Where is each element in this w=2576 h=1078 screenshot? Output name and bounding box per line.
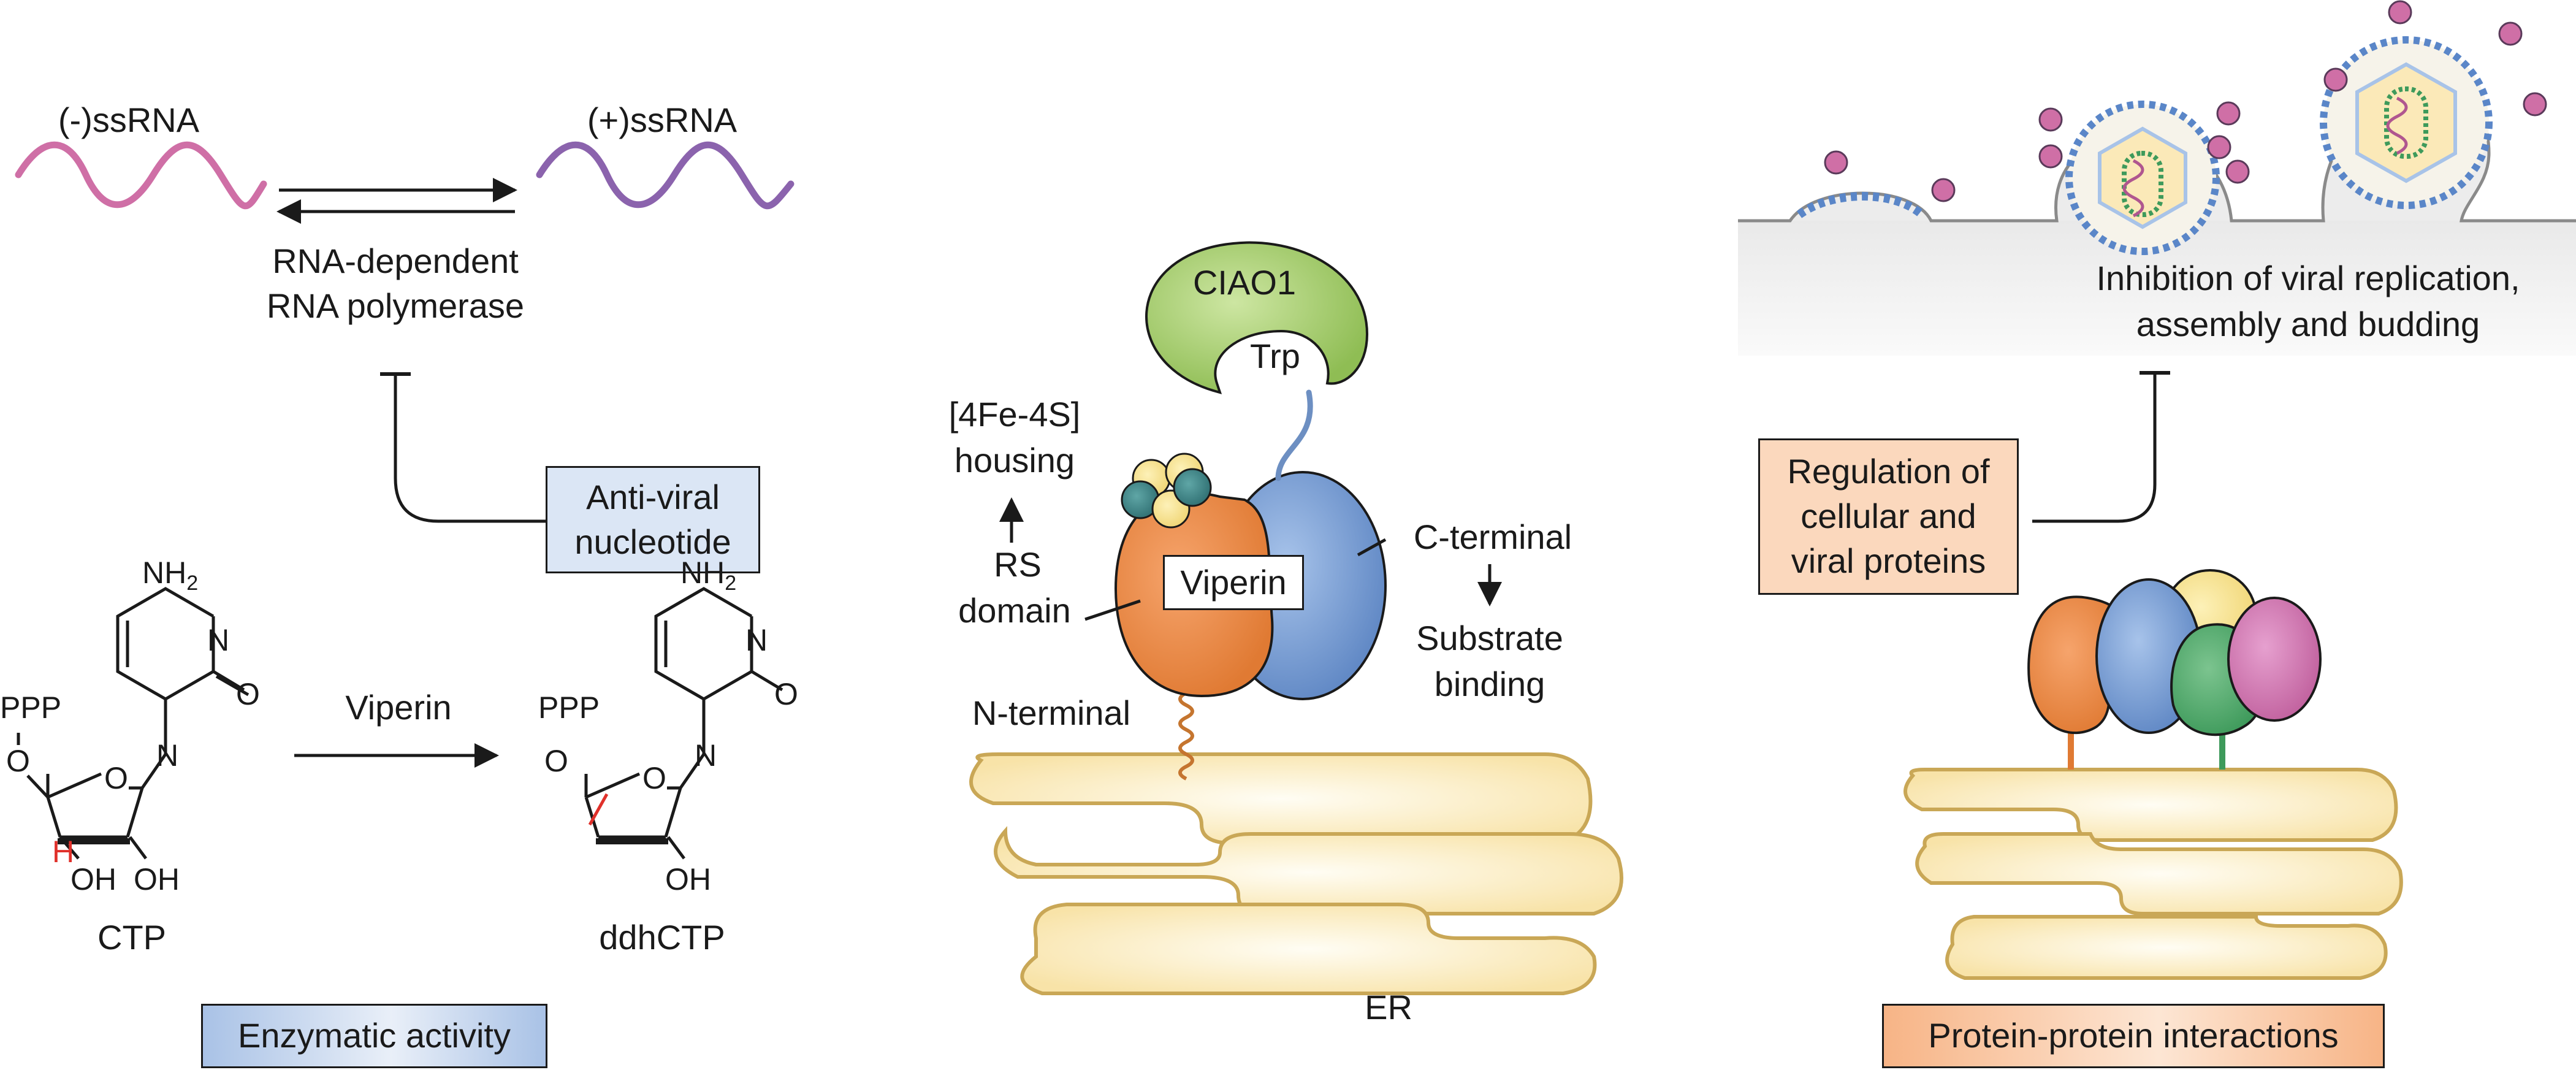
ctp-structure: [17, 587, 250, 860]
ddhctp-oh: OH: [665, 862, 711, 896]
ddhctp-ppp: PPP: [538, 690, 600, 725]
er-membrane: [969, 752, 1623, 995]
ctp-n1: N: [156, 738, 179, 773]
ctp-oh3: OH: [70, 862, 116, 896]
regulation-box: Regulation of cellular and viral protein…: [1758, 438, 2019, 595]
inhibition-label-line2: assembly and budding: [2136, 305, 2480, 343]
center-arrows: [999, 497, 1502, 621]
inhibition-connector-right: [2032, 371, 2170, 523]
er-cisterna-2: [994, 826, 1623, 916]
er-cisterna-1: [969, 752, 1593, 845]
iron-sulfur-cluster: [1121, 453, 1212, 529]
pos-ssrna-wave: [536, 141, 795, 210]
ddhctp-structure: [584, 587, 783, 860]
ctp-h-highlight: H: [52, 835, 75, 869]
regulation-line3: viral proteins: [1791, 541, 1986, 580]
er-cisterna-3: [1020, 903, 1597, 995]
cell-surface: [1738, 0, 2576, 356]
regulation-line1: Regulation of: [1787, 452, 1990, 491]
ctp-o5: O: [6, 744, 30, 778]
ddhctp-nh2: NH2: [680, 556, 737, 595]
inhibition-label-line1: Inhibition of viral replication,: [2096, 259, 2520, 297]
glycoprotein-spikes: [1824, 0, 2547, 202]
inhibition-connector-left: [380, 372, 546, 523]
neg-ssrna-wave: [15, 141, 267, 210]
viperin-protein: [1114, 241, 1387, 781]
regulation-line2: cellular and: [1801, 497, 1976, 536]
ddhctp-o2: O: [774, 677, 798, 711]
cluster-label-line2: housing: [954, 441, 1075, 480]
ctp-n3: N: [207, 623, 230, 657]
ctp-ppp: PPP: [0, 690, 62, 725]
rdrp-label-line2: RNA polymerase: [266, 286, 525, 325]
substrate-label-line2: binding: [1434, 665, 1545, 703]
ciao1-label: CIAO1: [1192, 263, 1297, 302]
ddhctp-o5: O: [544, 744, 568, 778]
ddhctp-label: ddhCTP: [599, 918, 725, 957]
rs-label-line2: domain: [958, 591, 1071, 630]
ddhctp-ring-o: O: [642, 761, 666, 795]
trp-tail: [1275, 389, 1313, 481]
ddhctp-n1: N: [695, 738, 717, 773]
ctp-oh2: OH: [134, 862, 180, 896]
n-terminal-label: N-terminal: [972, 694, 1131, 732]
rdrp-label-line1: RNA-dependent: [272, 242, 519, 280]
rna-cycle: [15, 141, 795, 224]
cluster-label-line1: [4Fe-4S]: [948, 395, 1081, 434]
rs-label-line1: RS: [994, 545, 1042, 584]
c-terminal-label: C-terminal: [1413, 518, 1572, 556]
ciao1-protein: [1145, 241, 1369, 394]
ctp-nh2: NH2: [142, 556, 199, 595]
ctp-label: CTP: [97, 918, 166, 957]
trp-label: Trp: [1250, 337, 1300, 375]
nterm-helix: [1178, 679, 1194, 781]
enzymatic-activity-box: Enzymatic activity: [201, 1004, 547, 1068]
protein-complex: [2027, 569, 2322, 770]
er-membrane-right: [1903, 768, 2403, 980]
antiviral-nucleotide-box: Anti-viral nucleotide: [546, 466, 760, 573]
neg-ssrna-label: (-)ssRNA: [58, 101, 200, 139]
antiviral-line2: nucleotide: [574, 522, 731, 561]
ctp-ring-o: O: [104, 761, 128, 795]
viperin-reaction-label: Viperin: [345, 688, 452, 727]
substrate-label-line1: Substrate: [1416, 619, 1563, 657]
pos-ssrna-label: (+)ssRNA: [587, 101, 737, 139]
er-label: ER: [1365, 988, 1412, 1026]
protein-interactions-box: Protein-protein interactions: [1882, 1004, 2385, 1068]
ctp-o2: O: [236, 677, 260, 711]
antiviral-line1: Anti-viral: [586, 477, 720, 516]
ddhctp-n3: N: [745, 623, 768, 657]
viperin-label-box: Viperin: [1163, 555, 1304, 610]
